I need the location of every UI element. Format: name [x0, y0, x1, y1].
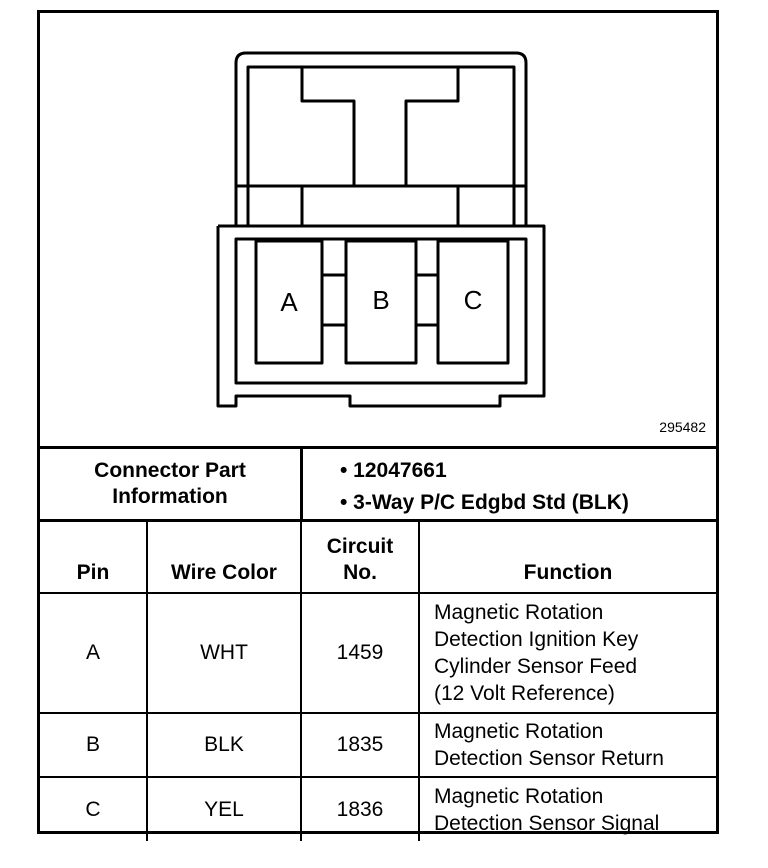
cell-circuit: 1835 — [300, 712, 420, 778]
function-line: Magnetic Rotation — [434, 601, 604, 624]
function-line: (12 Volt Reference) — [434, 682, 615, 705]
function-line: Magnetic Rotation — [434, 784, 604, 808]
connector-part-info-items: • 12047661 • 3-Way P/C Edgbd Std (BLK) — [340, 455, 629, 519]
pin-cavity-a — [254, 239, 324, 365]
pin-label-c: C — [464, 285, 483, 315]
pin-cavity-b — [344, 239, 418, 365]
pin-label-b: B — [372, 285, 389, 315]
connector-part-info-label: Connector Part Information — [40, 449, 300, 519]
figure-id: 295482 — [659, 419, 706, 435]
connector-drawing: A B C — [216, 51, 546, 408]
divider — [40, 519, 716, 522]
connector-sheet: A B C 295482 Connector Part Information … — [37, 10, 719, 841]
function-line: Cylinder Sensor Feed — [434, 655, 638, 678]
cell-pin: B — [40, 712, 148, 778]
pin-label-a: A — [280, 287, 298, 317]
function-line: Magnetic Rotation — [434, 720, 604, 743]
table-row: B BLK 1835 Magnetic Rotation Detection S… — [40, 712, 716, 778]
cell-pin: A — [40, 592, 148, 714]
cell-function: Magnetic Rotation Detection Ignition Key… — [418, 592, 716, 714]
header-circuit-line2: No. — [343, 561, 377, 584]
divider — [40, 446, 716, 449]
connector-part-info: Connector Part Information • 12047661 • … — [40, 449, 716, 519]
cell-wire-color: WHT — [146, 592, 302, 714]
function-line: Detection Sensor Return — [434, 747, 664, 770]
function-line: Detection Ignition Key — [434, 628, 639, 651]
header-function: Function — [418, 522, 716, 594]
connector-part-info-label-line1: Connector Part — [94, 459, 246, 482]
table-row: A WHT 1459 Magnetic Rotation Detection I… — [40, 592, 716, 714]
cell-circuit: 1459 — [300, 592, 420, 714]
cell-pin: C — [40, 776, 148, 841]
connector-housing-lower — [216, 224, 546, 408]
function-line: Detection Sensor Signal — [434, 811, 660, 835]
table-header-row: Pin Wire Color Circuit No. Function — [40, 522, 716, 594]
divider — [300, 449, 303, 519]
pin-table: Pin Wire Color Circuit No. Function A WH… — [40, 522, 716, 841]
cell-wire-color: YEL — [146, 776, 302, 841]
pin-cavity-c — [436, 239, 510, 365]
cell-function: Magnetic Rotation Detection Sensor Retur… — [418, 712, 716, 778]
header-pin: Pin — [40, 522, 148, 594]
header-circuit-line1: Circuit — [326, 535, 394, 558]
cell-function: Magnetic Rotation Detection Sensor Signa… — [418, 776, 716, 841]
connector-part-info-label-line2: Information — [112, 485, 228, 508]
cell-wire-color: BLK — [146, 712, 302, 778]
header-wire-color: Wire Color — [146, 522, 302, 594]
part-number: • 12047661 — [340, 459, 447, 482]
part-description: • 3-Way P/C Edgbd Std (BLK) — [340, 491, 629, 514]
cell-circuit: 1836 — [300, 776, 420, 841]
header-circuit-no: Circuit No. — [300, 522, 420, 594]
connector-latch — [246, 65, 516, 226]
table-row: C YEL 1836 Magnetic Rotation Detection S… — [40, 776, 716, 841]
connector-housing-upper — [234, 51, 528, 226]
